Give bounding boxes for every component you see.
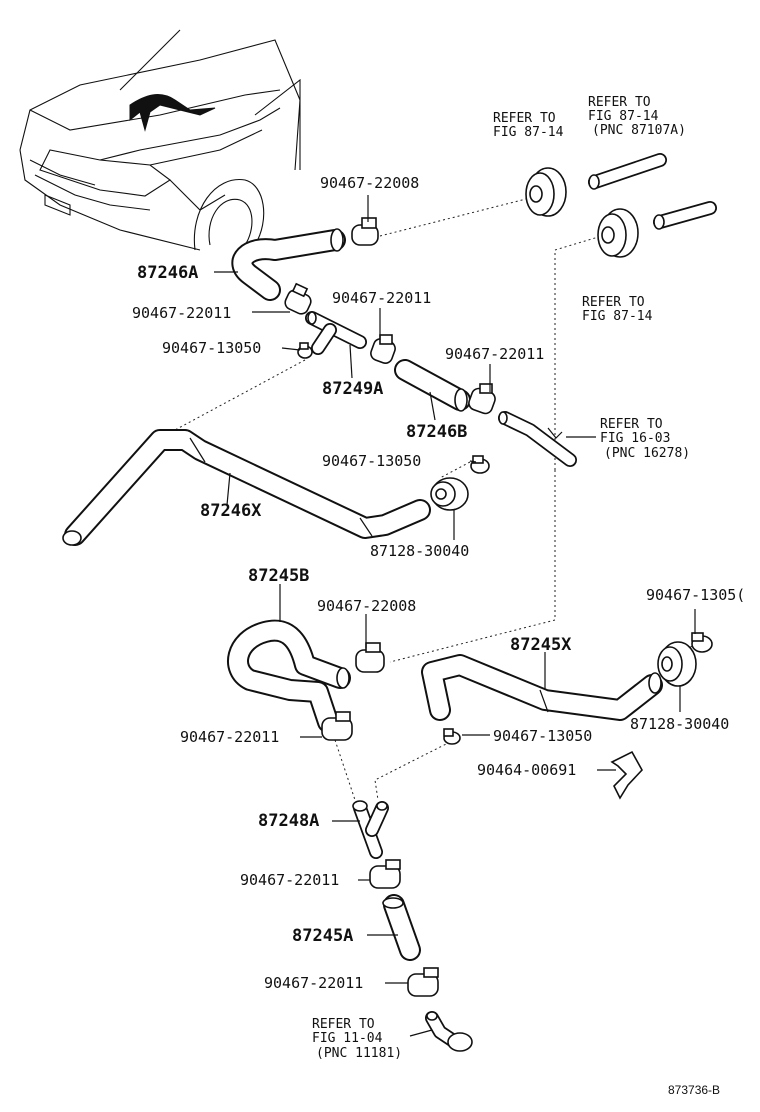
hose-87245x (421, 654, 663, 721)
clamp-90467-22011-right (468, 383, 496, 415)
clamp-90467-13050-a (297, 342, 313, 359)
pipe-right (653, 201, 717, 230)
pipe-16-03 (498, 411, 577, 467)
leader-lines (214, 195, 696, 1037)
label-90467-22008-a: 90467-22008 (320, 174, 419, 192)
grommet-right (597, 208, 639, 258)
clamp-90467-13050-d (443, 728, 461, 745)
clamp-90467-22011-mid (370, 334, 396, 364)
clamp-90467-22008-top (351, 217, 379, 246)
grommet-87128-30040-a (430, 477, 469, 511)
label-87245b: 87245B (248, 566, 309, 586)
label-90467-13050-b: 90467-13050 (322, 452, 421, 470)
car-front-illustration (19, 29, 301, 251)
label-87245a: 87245A (292, 926, 353, 946)
ref-top-right-line3: (PNC 87107A) (592, 123, 686, 138)
ref-16-03-line3: (PNC 16278) (604, 446, 690, 461)
hose-87246b (394, 359, 471, 412)
label-87249a: 87249A (322, 379, 383, 399)
hose-87245a (382, 894, 421, 961)
label-87245x: 87245X (510, 635, 572, 655)
clamp-90467-22011-f (407, 967, 439, 997)
label-87246a: 87246A (137, 263, 198, 283)
label-90467-13050-c: 90467-1305( (646, 586, 745, 604)
label-87128-30040-a: 87128-30040 (370, 542, 469, 560)
fitting-11-04 (425, 1011, 473, 1052)
label-90467-22011-e: 90467-22011 (240, 871, 339, 889)
hose-87245b (227, 619, 351, 733)
ref-11-04-line3: (PNC 11181) (316, 1046, 402, 1061)
label-90467-13050-a: 90467-13050 (162, 339, 261, 357)
clamp-90467-22011-d (321, 711, 353, 741)
ref-top-right-line2: FIG 87-14 (588, 109, 659, 124)
hose-87246x (62, 429, 431, 546)
grommet-top (525, 167, 567, 217)
label-87248a: 87248A (258, 811, 319, 831)
label-87246x: 87246X (200, 501, 262, 521)
label-87246b: 87246B (406, 422, 467, 442)
ref-top-left-line2: FIG 87-14 (493, 125, 564, 140)
label-90467-22011-f: 90467-22011 (264, 974, 363, 992)
clamp-90467-22008-bottom (355, 642, 385, 673)
ref-16-03-line2: FIG 16-03 (600, 431, 670, 446)
label-90467-22011-a: 90467-22011 (132, 304, 231, 322)
label-90467-13050-d: 90467-13050 (493, 727, 592, 745)
label-90467-22008-b: 90467-22008 (317, 597, 416, 615)
pipe-top (588, 153, 667, 190)
connector-87248a (352, 800, 389, 859)
label-90467-22011-c: 90467-22011 (445, 345, 544, 363)
ref-top-right-line1: REFER TO (588, 95, 651, 110)
labels: REFER TO FIG 87-14 REFER TO FIG 87-14 (P… (132, 95, 745, 1097)
clamp-90467-22011-left (284, 282, 312, 315)
ref-top-left-line1: REFER TO (493, 111, 556, 126)
hose-87246a (231, 228, 346, 301)
ref-11-04-line2: FIG 11-04 (312, 1031, 383, 1046)
label-90467-22011-b: 90467-22011 (332, 289, 431, 307)
ref-16-03-line1: REFER TO (600, 417, 663, 432)
figure-code: 873736-B (668, 1083, 720, 1097)
clamp-90467-13050-c (691, 632, 713, 653)
label-90464-00691: 90464-00691 (477, 761, 576, 779)
label-87128-30040-b: 87128-30040 (630, 715, 729, 733)
ref-11-04-line1: REFER TO (312, 1017, 375, 1032)
clamp-90467-13050-b (470, 455, 490, 474)
clamp-90467-22011-e (369, 859, 401, 889)
ref-right-mid-line1: REFER TO (582, 295, 645, 310)
ref-right-mid-line2: FIG 87-14 (582, 309, 653, 324)
grommet-87128-30040-b (657, 641, 697, 687)
label-90467-22011-d: 90467-22011 (180, 728, 279, 746)
clip-90464-00691 (610, 750, 643, 800)
tee-87249a (305, 311, 367, 355)
